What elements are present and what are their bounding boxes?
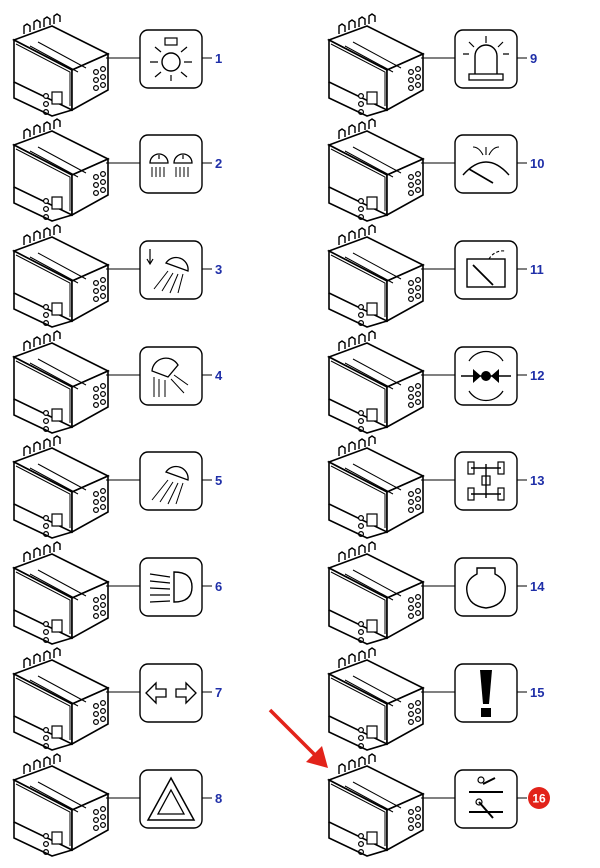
- item-8: 8: [13, 753, 222, 857]
- callout-15: 15: [530, 685, 544, 700]
- four-wheel-drive-icon: [454, 451, 518, 511]
- item-5: 5: [13, 435, 222, 539]
- hazard-warning-icon: [139, 769, 203, 829]
- differential-lock-icon: [454, 346, 518, 406]
- rocker-switch: [13, 13, 109, 117]
- item-13: 13: [328, 435, 544, 539]
- callout-3: 3: [215, 262, 222, 277]
- turn-indicators-icon: [139, 663, 203, 723]
- callout-8: 8: [215, 791, 222, 806]
- wiper-washer-icon: [454, 134, 518, 194]
- item-7: 7: [13, 647, 222, 751]
- callout-9: 9: [530, 51, 537, 66]
- pointer-arrow-icon: [268, 708, 328, 768]
- linkage-position-icon: [454, 769, 518, 829]
- callout-16: 16: [532, 792, 546, 806]
- work-lamp-down-icon: [139, 346, 203, 406]
- item-15: 15: [328, 647, 544, 751]
- fog-lights-icon: [139, 134, 203, 194]
- callout-6: 6: [215, 579, 222, 594]
- callout-4: 4: [215, 368, 223, 383]
- callout-12: 12: [530, 368, 544, 383]
- callout-7: 7: [215, 685, 222, 700]
- work-light-sun-icon: [139, 29, 203, 89]
- item-6: 6: [13, 541, 222, 645]
- headlight-beam-icon: [139, 557, 203, 617]
- warning-exclamation-icon: [454, 663, 518, 723]
- callout-10: 10: [530, 156, 544, 171]
- item-1: 1: [13, 13, 222, 117]
- item-3: 3: [13, 224, 222, 328]
- callout-5: 5: [215, 473, 222, 488]
- engine-icon: [454, 557, 518, 617]
- beacon-icon: [454, 29, 518, 89]
- item-4: 4: [13, 330, 223, 434]
- lower-work-light-icon: [139, 240, 203, 300]
- item-16: 16: [328, 753, 550, 857]
- highlight-badge: [528, 787, 550, 809]
- work-lamp-angled-icon: [139, 451, 203, 511]
- item-12: 12: [328, 330, 544, 434]
- callout-13: 13: [530, 473, 544, 488]
- item-14: 14: [328, 541, 545, 645]
- callout-11: 11: [530, 262, 544, 277]
- callout-14: 14: [530, 579, 545, 594]
- callout-2: 2: [215, 156, 222, 171]
- rear-wiper-icon: [454, 240, 518, 300]
- item-2: 2: [13, 118, 222, 222]
- item-10: 10: [328, 118, 544, 222]
- callout-1: 1: [215, 51, 222, 66]
- item-9: 9: [328, 13, 537, 117]
- item-11: 11: [328, 224, 544, 328]
